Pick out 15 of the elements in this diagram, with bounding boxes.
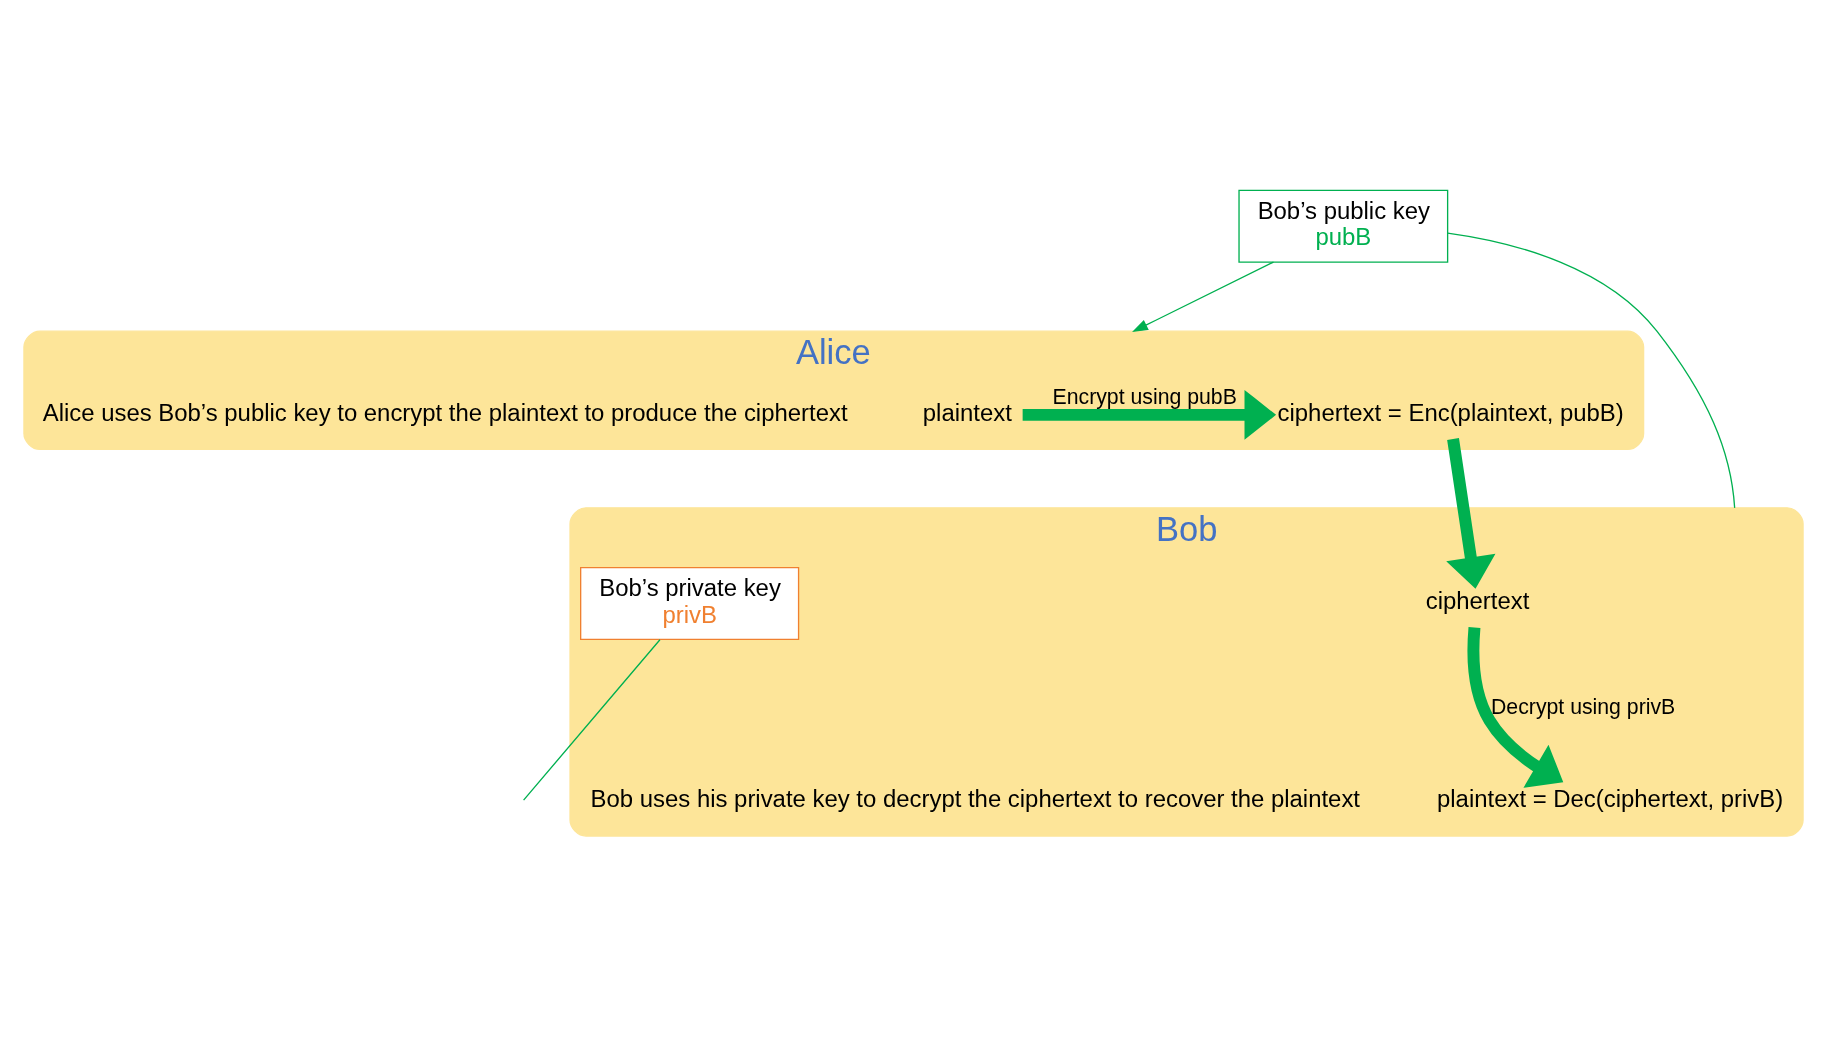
- arrow: [1467, 627, 1564, 788]
- node-text: plaintext = Dec(ciphertext, privB): [1437, 785, 1784, 813]
- arrow: [1132, 261, 1275, 333]
- node-label: Alice uses Bob’s public key to encrypt the plaintext to produce the ciphertext: [42, 398, 848, 426]
- connector: [1447, 232, 1736, 509]
- node-text: ciphertext: [1425, 587, 1530, 615]
- connector: [522, 639, 661, 801]
- node-box: Bob’s private key privB: [580, 567, 800, 641]
- arrow: [1022, 390, 1277, 440]
- node-box: Bob’s public key pubB: [1238, 189, 1449, 263]
- node-text: plaintext: [922, 398, 1012, 426]
- node-text: ciphertext = Enc(plaintext, pubB): [1277, 398, 1624, 426]
- edge-label: Decrypt using privB: [1491, 694, 1676, 719]
- node-label: Bob uses his private key to decrypt the ciphertext to recover the plaintext: [590, 785, 1360, 813]
- edge-label: Encrypt using pubB: [1052, 384, 1237, 409]
